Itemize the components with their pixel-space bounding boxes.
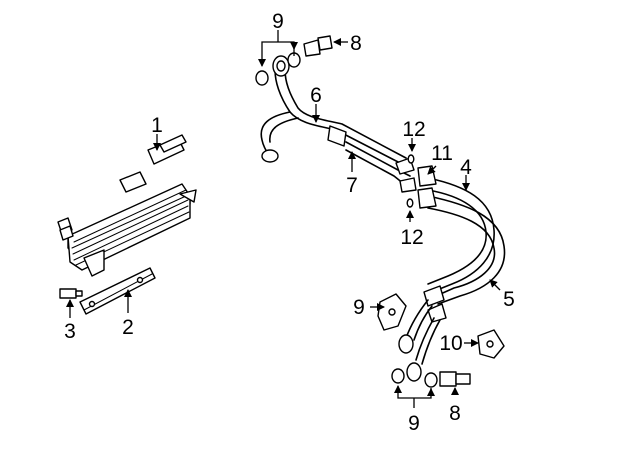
callout-1: 1 [151, 114, 163, 137]
bolt-part [59, 288, 83, 299]
callout-12-bottom: 12 [400, 226, 423, 249]
callout-4: 4 [460, 156, 472, 179]
banjo-bolt-top [303, 35, 333, 57]
washer-set-bottom [391, 368, 438, 388]
callout-10: 10 [439, 332, 462, 355]
banjo-bolt-bottom [439, 371, 471, 387]
oil-cooler-part [57, 134, 197, 277]
callout-11: 11 [431, 142, 453, 165]
leader-lines [66, 30, 501, 408]
callout-9-middle: 9 [353, 296, 365, 319]
callout-9-top: 9 [272, 10, 284, 33]
bracket-part [79, 267, 156, 315]
callout-9-bottom: 9 [408, 412, 420, 435]
clamp-part [377, 293, 407, 331]
upper-tube-part [260, 55, 407, 165]
callout-12-top: 12 [402, 118, 425, 141]
callout-3: 3 [64, 320, 76, 343]
callout-6: 6 [310, 84, 322, 107]
o-ring-upper [407, 154, 415, 164]
hose-part [398, 165, 506, 382]
callout-8-top: 8 [350, 32, 362, 55]
callout-8-bottom: 8 [449, 402, 461, 425]
callout-2: 2 [122, 316, 134, 339]
clamp-part-10 [477, 329, 505, 359]
o-ring-lower [406, 198, 414, 208]
callout-7: 7 [346, 174, 358, 197]
callout-5: 5 [503, 288, 515, 311]
